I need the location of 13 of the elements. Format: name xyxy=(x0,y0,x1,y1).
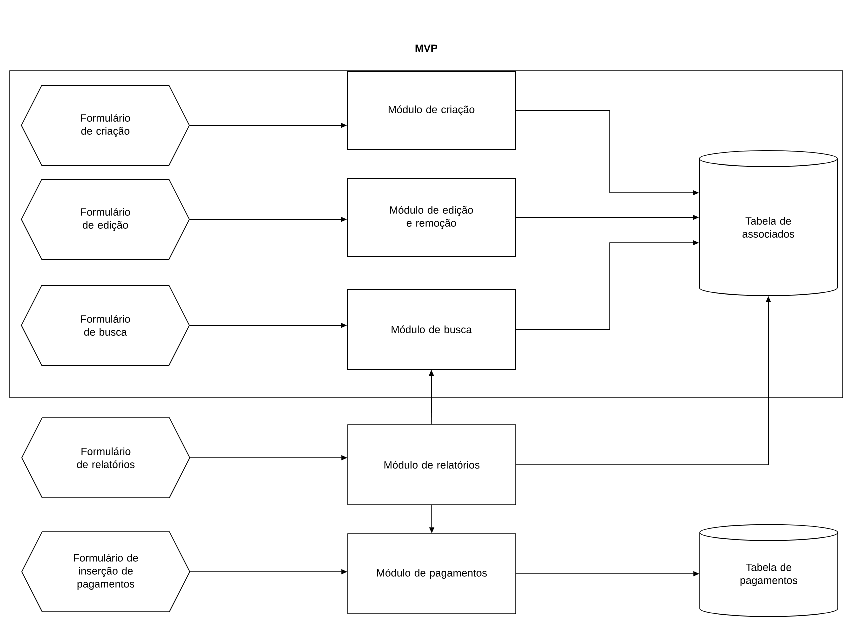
process-box: Módulo de pagamentos xyxy=(348,534,516,614)
process-box: Módulo de edição e remoção xyxy=(347,178,516,257)
database-cylinder: Tabela de associados xyxy=(699,150,838,296)
database-cylinder: Tabela de pagamentos xyxy=(700,524,838,618)
input-hexagon: Formulário de edição xyxy=(21,179,190,260)
input-hexagon: Formulário de inserção de pagamentos xyxy=(22,532,190,612)
node-label: MVP xyxy=(416,44,438,52)
process-box: Módulo de relatórios xyxy=(348,424,516,506)
process-box: Módulo de criação xyxy=(347,71,516,150)
process-box: Módulo de busca xyxy=(347,289,516,370)
input-hexagon: Formulário de relatórios xyxy=(22,418,190,498)
input-hexagon: Formulário de criação xyxy=(21,85,190,166)
input-hexagon: Formulário de busca xyxy=(21,285,190,366)
